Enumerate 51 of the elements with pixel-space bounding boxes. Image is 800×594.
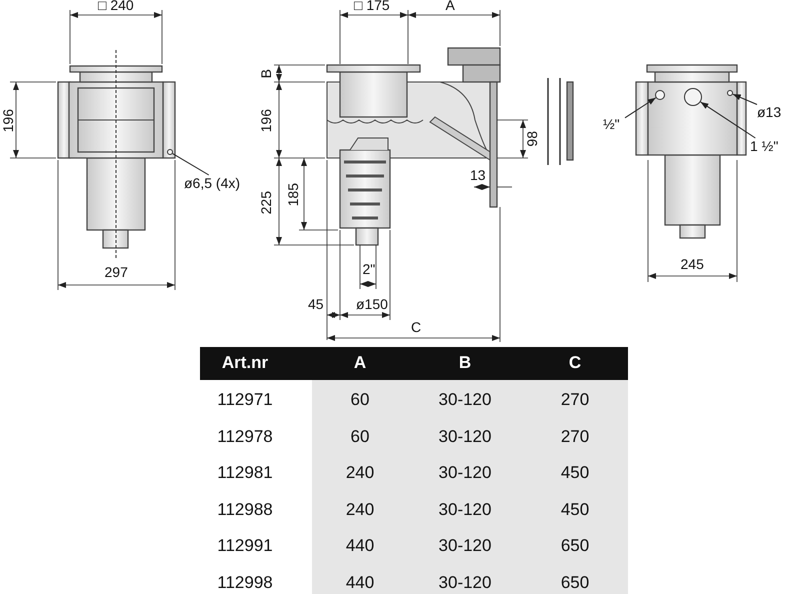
dimension-label: 297 [104,264,128,280]
leader-line [624,97,656,118]
dimension-label: 196 [0,108,16,132]
callout-label: 1 ½" [750,138,788,156]
dimension-value: 30-120 [438,390,492,410]
dimension-value: 650 [560,536,590,556]
leader-line [732,94,758,105]
article-number: 112978 [217,426,273,447]
dimension-label: 45 [308,296,324,312]
column-header: C [568,353,582,373]
dimension-label: A [446,0,455,13]
dimension-value: 240 [346,463,374,484]
dimension-label: 98 [524,131,540,147]
leader-line [172,153,210,176]
dimension-value: 440 [346,536,374,556]
dimension-value: 440 [346,573,374,593]
dimension-label: 2" [362,261,376,277]
dimension-value: 30-120 [438,573,492,593]
article-number: 112981 [217,463,273,484]
dimension-label: ø150 [356,296,388,312]
callout-label: ½" [603,116,625,134]
dimension-value: 450 [560,463,590,484]
dimension-label: 245 [680,256,704,272]
dimension-label: 196 [258,108,274,132]
article-number: 112998 [217,573,273,593]
dimension-value: 240 [346,500,374,520]
dimension-label: □ 175 [354,0,390,13]
dimension-value: 450 [560,500,590,520]
dimension-value: 650 [560,573,590,593]
dimension-value: 60 [350,390,370,410]
dimension-label: 13 [470,167,486,183]
dimension-value: 60 [350,426,370,447]
dimension-value: 270 [560,390,590,410]
dimension-value: 30-120 [438,426,492,447]
dimension-label: □ 240 [98,0,134,13]
dimension-label: C [411,319,422,335]
dimension-value: 30-120 [438,500,492,520]
article-number: 112971 [217,390,273,410]
dimension-label: 185 [285,182,301,206]
dimension-label: 225 [258,190,274,214]
column-header: Art.nr [222,353,268,373]
article-number: 112988 [217,500,273,520]
column-header: B [458,353,472,373]
dimension-value: 270 [560,426,590,447]
column-header: A [354,353,366,373]
dimension-value: 30-120 [438,536,492,556]
callout-label: ø13 [757,104,797,122]
article-number: 112991 [217,536,273,556]
callout-label: ø6,5 (4x) [184,175,264,193]
dimension-label: B [258,68,274,78]
dimension-value: 30-120 [438,463,492,484]
